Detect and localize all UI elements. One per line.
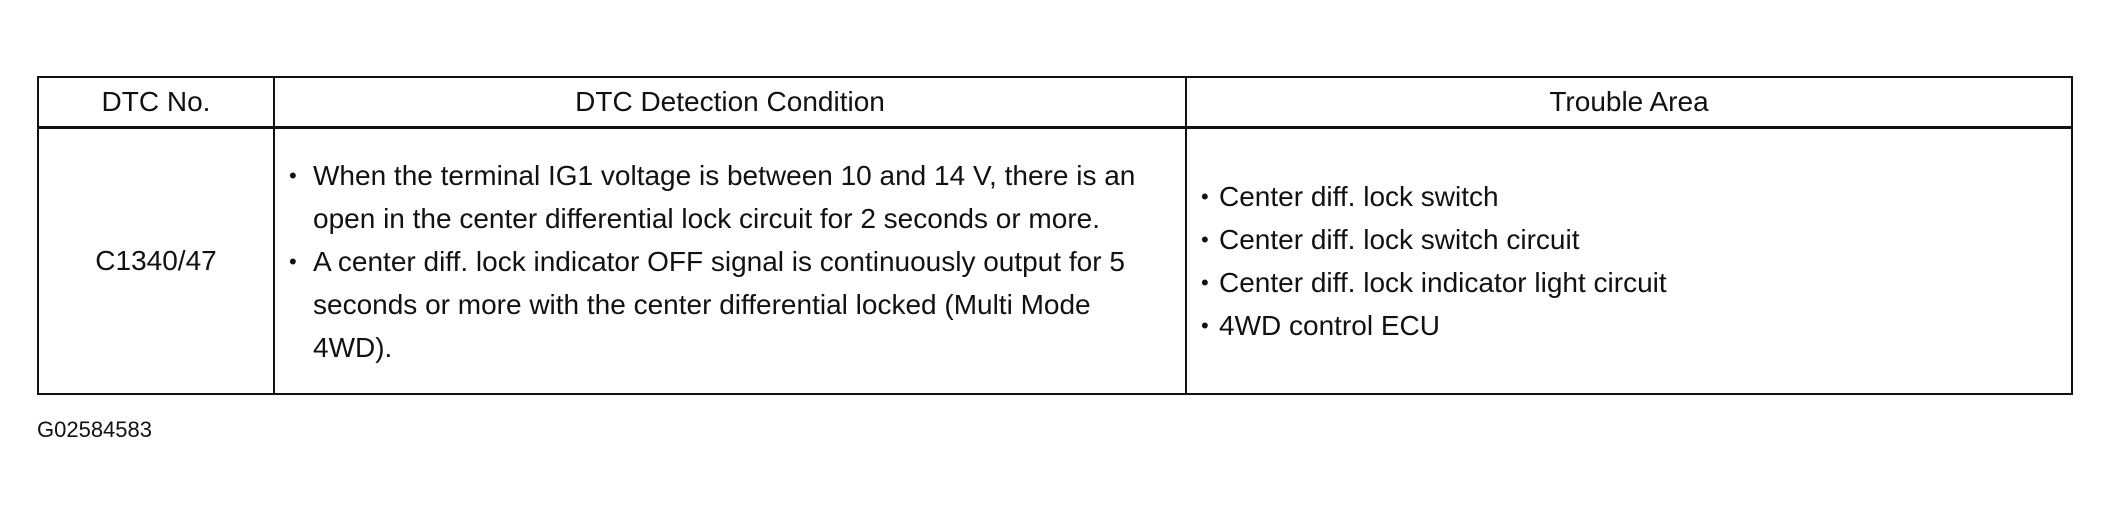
detection-condition-cell: • When the terminal IG1 voltage is betwe… <box>273 126 1187 395</box>
header-row: DTC No. DTC Detection Condition Trouble … <box>37 76 2073 129</box>
trouble-area-cell: • Center diff. lock switch • Center diff… <box>1185 126 2073 395</box>
trouble-area-text: Center diff. lock switch <box>1219 181 1499 212</box>
header-dtc-no: DTC No. <box>37 76 275 129</box>
condition-text: When the terminal IG1 voltage is between… <box>313 159 1136 234</box>
trouble-area-list: • Center diff. lock switch • Center diff… <box>1187 175 2071 347</box>
condition-list: • When the terminal IG1 voltage is betwe… <box>275 148 1185 375</box>
condition-item: • A center diff. lock indicator OFF sign… <box>287 240 1171 369</box>
trouble-area-item: • 4WD control ECU <box>1201 304 2061 347</box>
condition-item: • When the terminal IG1 voltage is betwe… <box>287 154 1171 240</box>
trouble-area-text: 4WD control ECU <box>1219 310 1440 341</box>
bullet-icon: • <box>1201 227 1209 252</box>
table-header: DTC No. DTC Detection Condition Trouble … <box>37 76 2073 129</box>
condition-text: A center diff. lock indicator OFF signal… <box>313 245 1125 363</box>
trouble-area-item: • Center diff. lock switch <box>1201 175 2061 218</box>
trouble-area-text: Center diff. lock switch circuit <box>1219 224 1580 255</box>
figure-code: G02584583 <box>37 417 152 442</box>
header-detection-condition: DTC Detection Condition <box>273 76 1187 129</box>
bullet-icon: • <box>289 162 297 188</box>
trouble-area-text: Center diff. lock indicator light circui… <box>1219 267 1667 298</box>
bullet-icon: • <box>1201 313 1209 338</box>
table-row: C1340/47 • When the terminal IG1 voltage… <box>37 126 2073 395</box>
dtc-code-cell: C1340/47 <box>37 126 275 395</box>
bullet-icon: • <box>289 248 297 274</box>
dtc-table: DTC No. DTC Detection Condition Trouble … <box>37 76 2073 395</box>
bullet-icon: • <box>1201 184 1209 209</box>
bullet-icon: • <box>1201 270 1209 295</box>
table-body: C1340/47 • When the terminal IG1 voltage… <box>37 126 2073 395</box>
trouble-area-item: • Center diff. lock switch circuit <box>1201 218 2061 261</box>
trouble-area-item: • Center diff. lock indicator light circ… <box>1201 261 2061 304</box>
header-trouble-area: Trouble Area <box>1185 76 2073 129</box>
